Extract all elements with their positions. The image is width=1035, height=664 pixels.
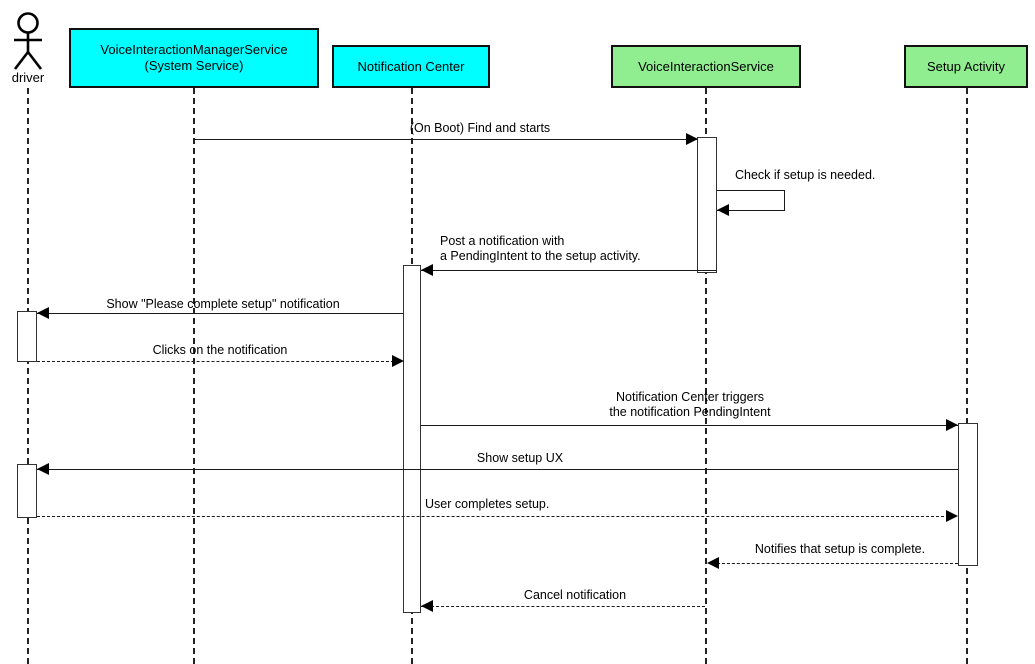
activation-setup-1 [958, 423, 978, 566]
activation-notif-1 [403, 265, 421, 613]
message-label-4: Show "Please complete setup" notificatio… [106, 297, 340, 311]
message-label-7: Show setup UX [476, 451, 564, 465]
lifeline-driver [27, 88, 29, 664]
message-label-9: Notifies that setup is complete. [754, 542, 926, 556]
participant-box-voiceinteractionservice[interactable]: VoiceInteractionService [611, 45, 801, 88]
message-label-6: Notification Center triggers the notific… [609, 390, 771, 419]
message-arrowhead-4 [37, 307, 49, 319]
message-arrowhead-1 [686, 133, 698, 145]
message-arrowhead-5 [392, 355, 404, 367]
activation-vis-1 [697, 137, 717, 273]
message-line-9 [717, 563, 958, 564]
message-line-8 [37, 516, 949, 517]
message-arrowhead-9 [707, 557, 719, 569]
message-line-2-side [784, 190, 785, 210]
participant-label-driver: driver [11, 70, 45, 85]
participant-box-notification-center[interactable]: Notification Center [332, 45, 490, 88]
message-line-1 [193, 139, 697, 140]
message-arrowhead-7 [37, 463, 49, 475]
lifeline-vis [705, 88, 707, 664]
message-line-2-top [717, 190, 785, 191]
message-label-8: User completes setup. [425, 497, 550, 511]
message-line-4 [37, 313, 403, 314]
message-arrowhead-6 [946, 419, 958, 431]
activation-driver-1 [17, 311, 37, 362]
message-line-5 [37, 361, 394, 362]
message-line-7 [37, 469, 958, 470]
participant-box-setup-activity[interactable]: Setup Activity [904, 45, 1028, 88]
message-label-2: Check if setup is needed. [735, 168, 876, 182]
participant-box-voiceinteractionmanagerservice[interactable]: VoiceInteractionManagerService (System S… [69, 28, 319, 88]
message-arrowhead-2 [717, 204, 729, 216]
message-arrowhead-8 [946, 510, 958, 522]
message-label-5: Clicks on the notification [152, 343, 288, 357]
message-line-2-bottom [717, 210, 785, 211]
message-line-10 [421, 606, 705, 607]
message-line-3 [421, 270, 717, 271]
message-label-10: Cancel notification [523, 588, 627, 602]
message-arrowhead-10 [421, 600, 433, 612]
message-line-6 [421, 425, 958, 426]
lifeline-setup [966, 88, 968, 664]
activation-driver-2 [17, 464, 37, 518]
message-arrowhead-3 [421, 264, 433, 276]
message-label-1: (On Boot) Find and starts [409, 121, 551, 135]
actor-driver-icon [13, 12, 43, 70]
message-label-3: Post a notification with a PendingIntent… [440, 234, 641, 263]
lifeline-vims [193, 88, 195, 664]
